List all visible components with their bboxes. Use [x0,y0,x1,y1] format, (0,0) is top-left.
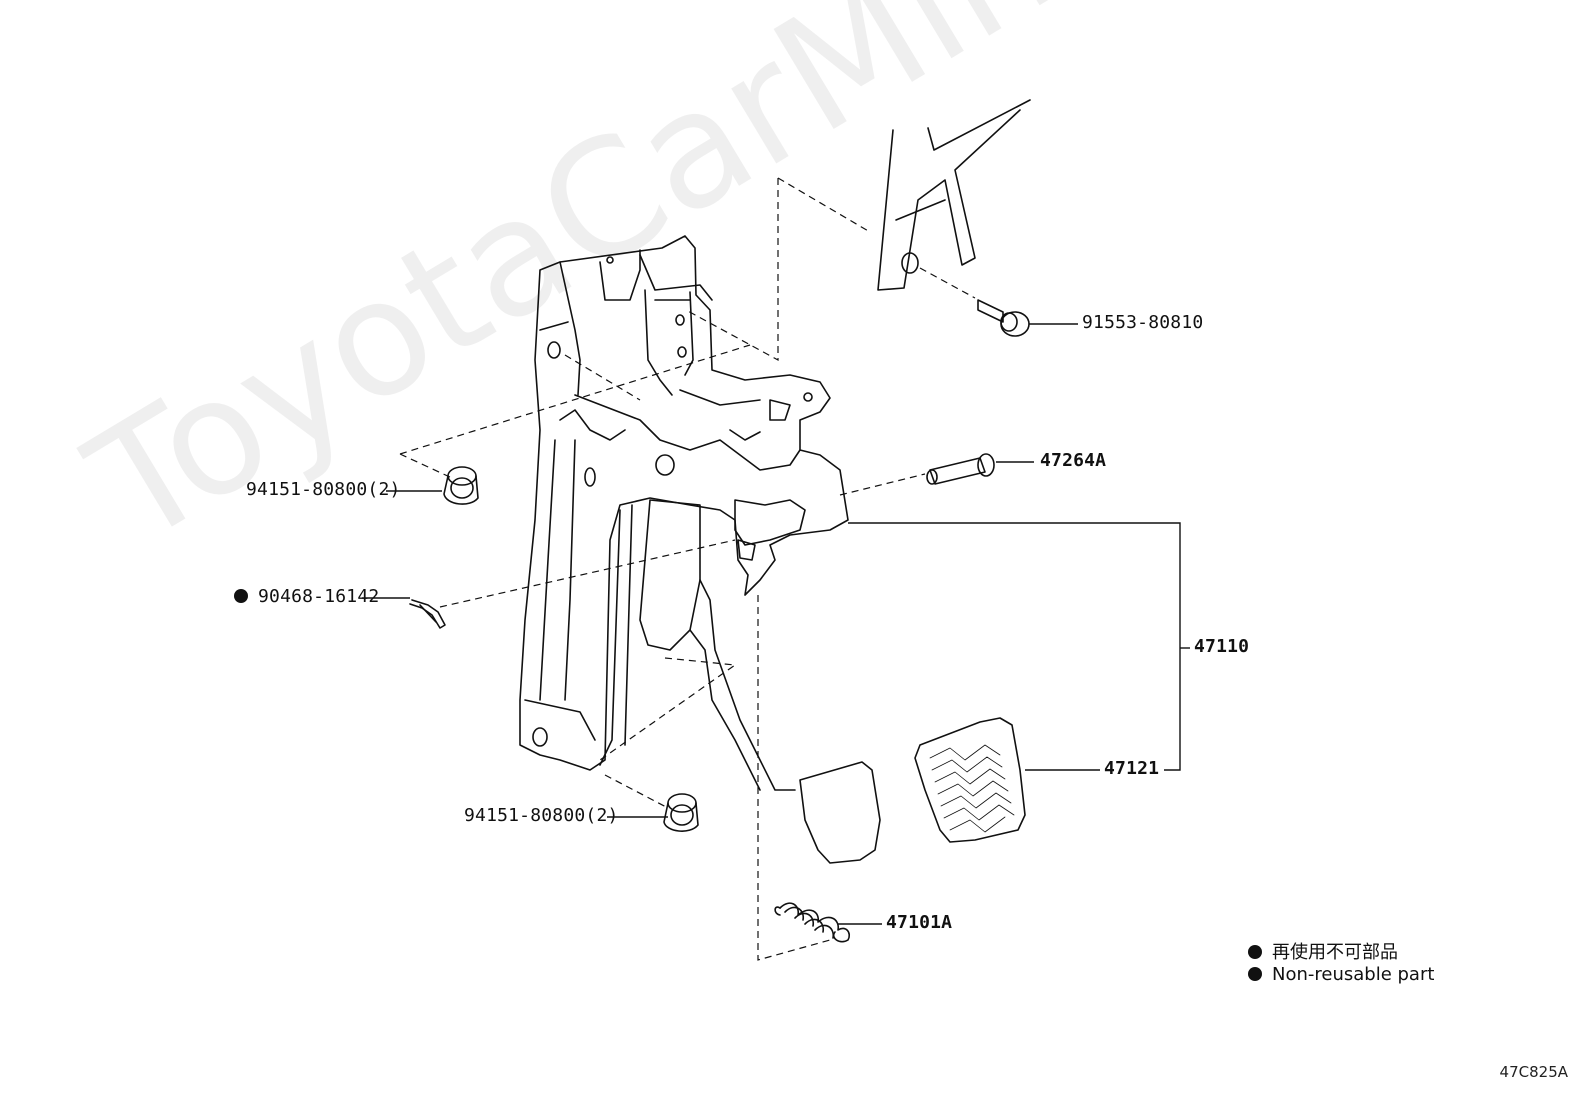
alignment-lines [399,177,976,961]
pedal-lever [639,499,881,864]
spring-47101A [774,902,851,943]
nut-upper [443,466,479,505]
non-reusable-dot-icon [234,589,248,603]
label-assy-47110: 47110 [1194,636,1250,657]
label-bolt-91553: 91553-80810 [1082,312,1204,333]
clip-90468 [409,599,446,629]
label-clip-90468: 90468-16142 [234,586,379,607]
body-bracket [877,99,1031,291]
pin-47264A [926,453,995,485]
label-nut-upper: 94151-80800(2) [246,479,401,500]
nut-lower [663,793,699,832]
label-nut-lower: 94151-80800(2) [464,805,619,826]
leader-lines [362,323,1190,925]
bolt-91553 [977,299,1030,337]
label-pin-47264A: 47264A [1040,450,1107,471]
image-code: 47C825A [1499,1063,1568,1081]
pedal-pad [914,717,1026,843]
legend-dot-icon [1248,945,1262,959]
label-pad-47121: 47121 [1104,758,1160,779]
legend-item-en: Non-reusable part [1248,964,1434,985]
legend-item-jp: 再使用不可部品 [1248,938,1398,964]
legend-dot-icon [1248,967,1262,981]
label-spring-47101A: 47101A [886,912,953,933]
